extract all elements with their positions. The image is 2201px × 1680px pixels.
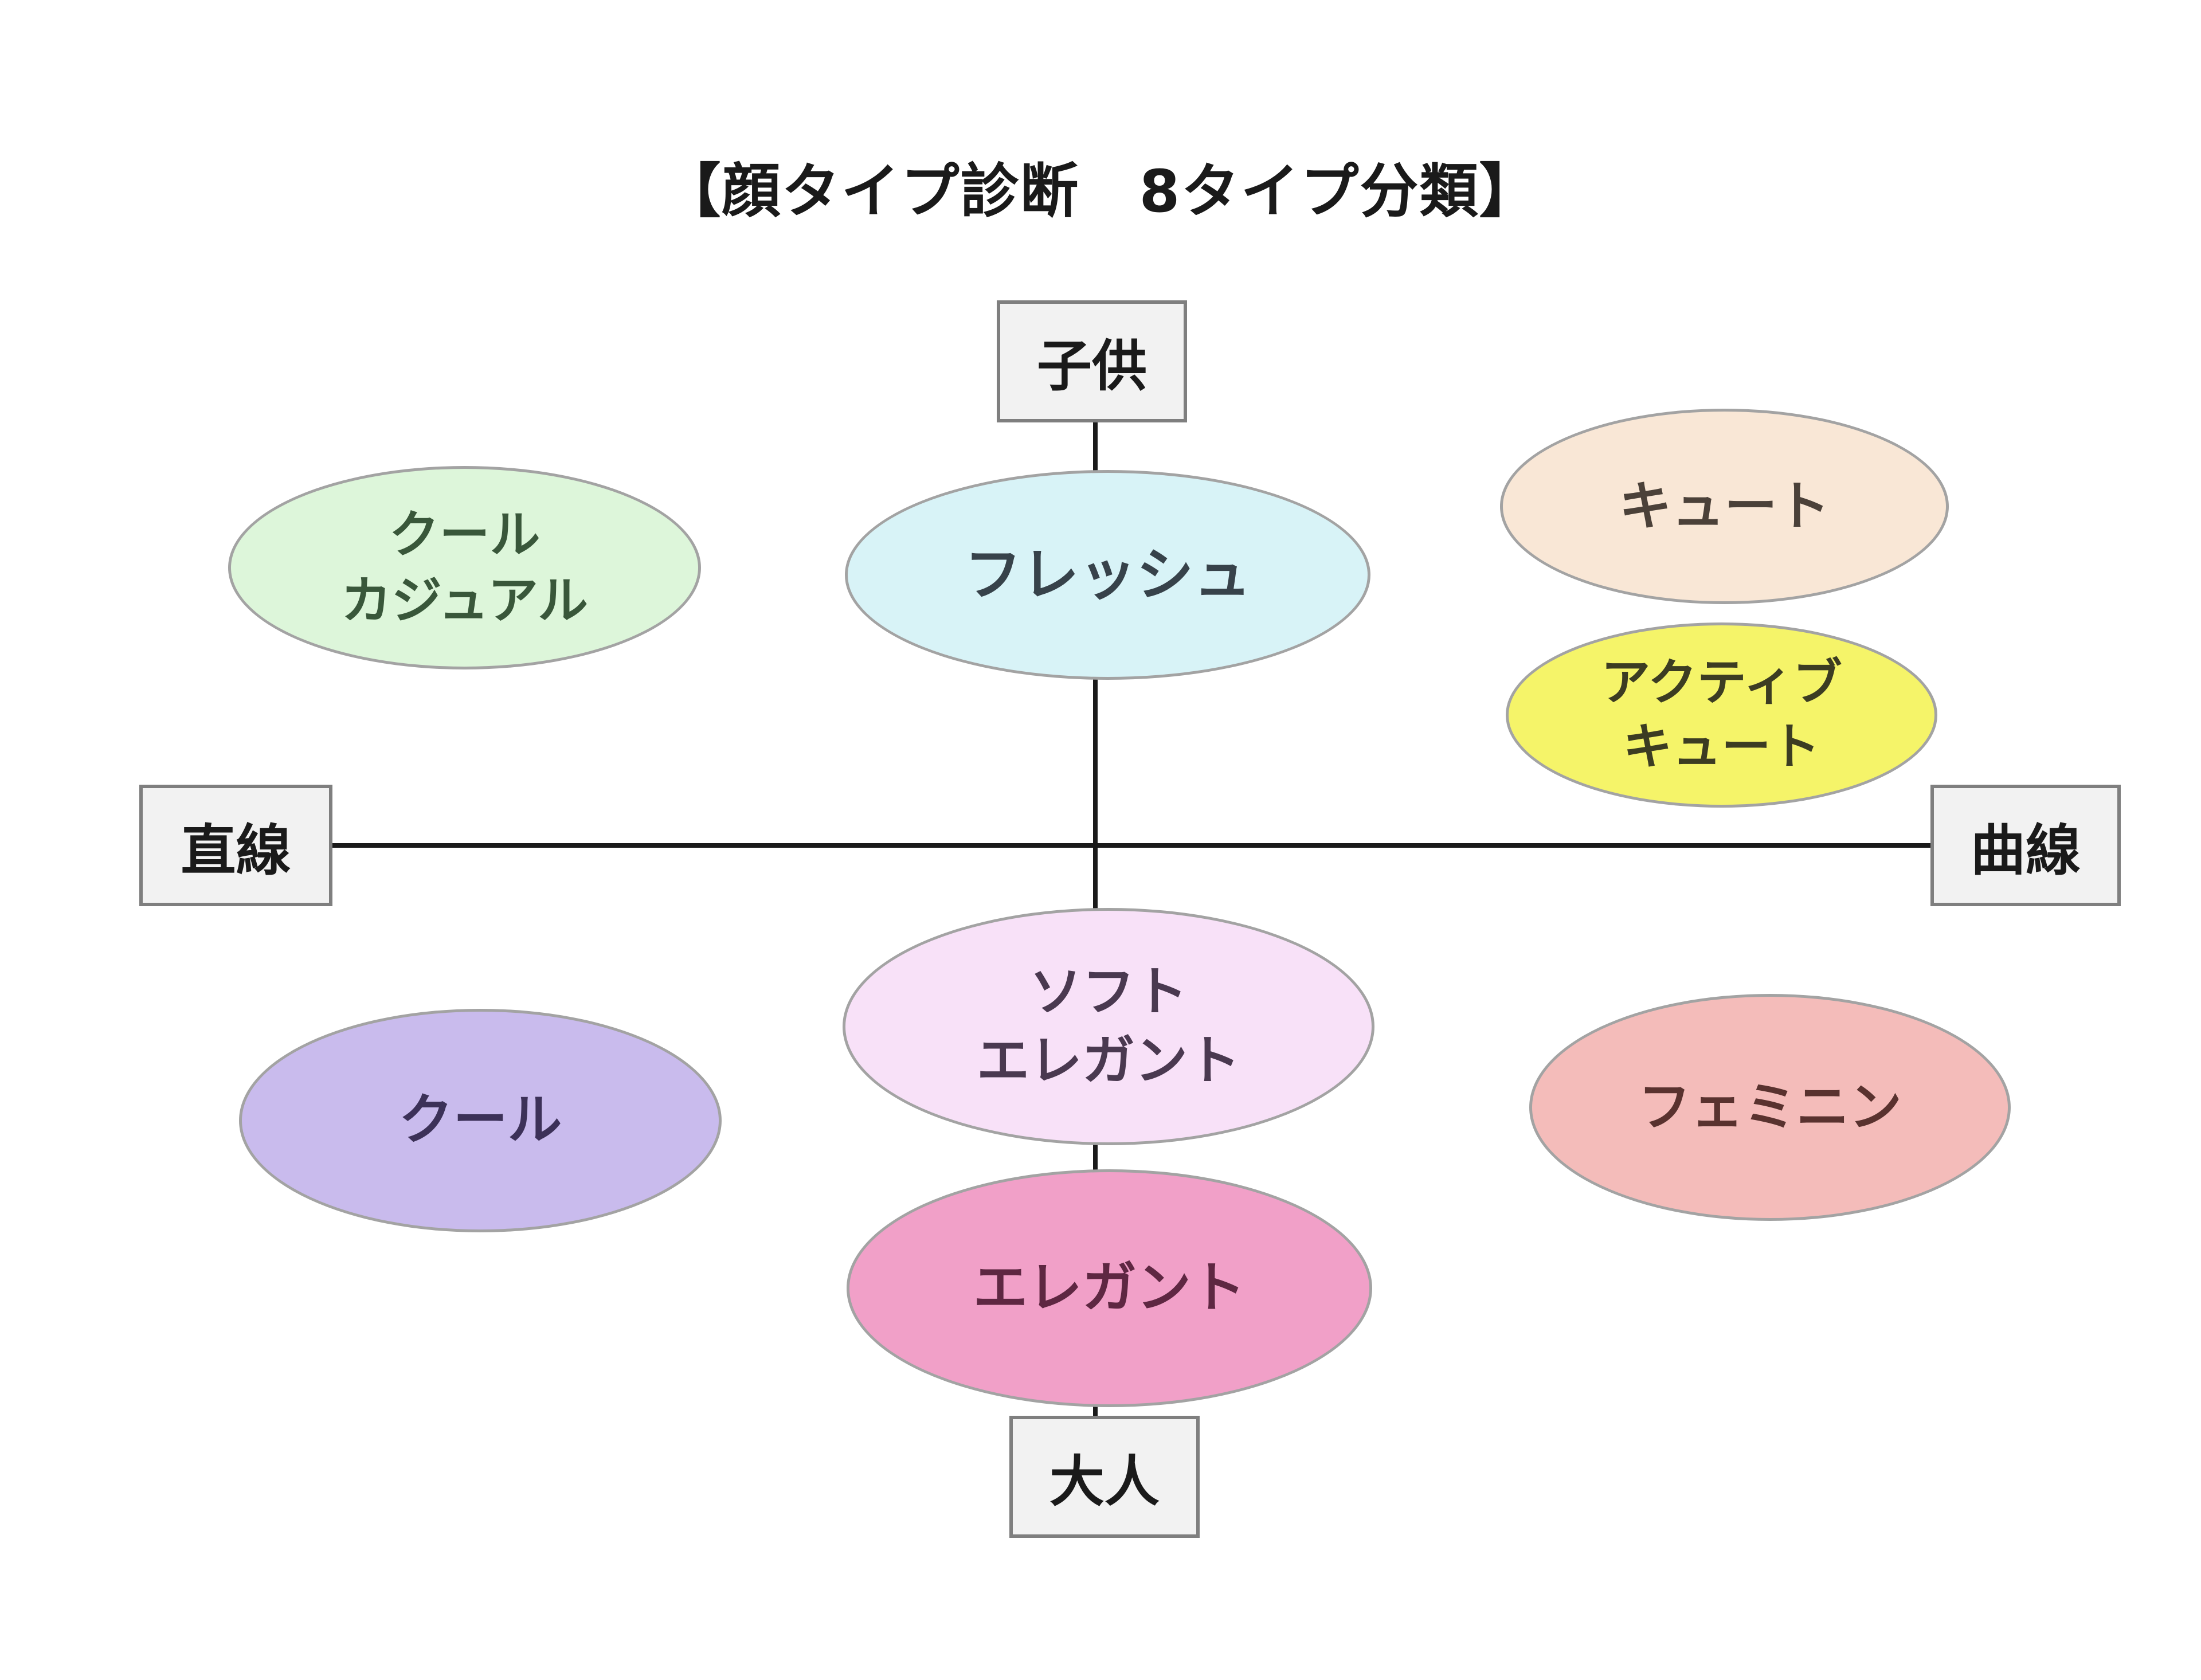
type-ellipse-cute: キュート bbox=[1500, 409, 1949, 604]
type-label: フレッシュ bbox=[964, 541, 1251, 608]
axis-label-adult: 大人 bbox=[1049, 1450, 1160, 1514]
type-label: エレガント bbox=[973, 1256, 1246, 1319]
axis-box-adult: 大人 bbox=[1009, 1416, 1200, 1538]
type-ellipse-fresh: フレッシュ bbox=[845, 470, 1370, 680]
type-label: クール bbox=[389, 505, 541, 565]
type-label: キュート bbox=[1619, 475, 1830, 537]
axis-label-straight: 直線 bbox=[181, 818, 291, 883]
axis-label-child: 子供 bbox=[1037, 334, 1147, 398]
axis-box-curved: 曲線 bbox=[1930, 785, 2121, 906]
type-label: クール bbox=[398, 1088, 562, 1152]
horizontal-axis-line bbox=[330, 843, 1930, 848]
diagram-title: 【顔タイプ診断 8タイプ分類】 bbox=[662, 158, 1539, 226]
type-ellipse-soft-elegant: ソフト エレガント bbox=[843, 908, 1374, 1145]
type-label: ソフト bbox=[1029, 961, 1188, 1023]
axis-box-straight: 直線 bbox=[139, 785, 332, 906]
type-label: アクティブ bbox=[1601, 653, 1842, 711]
type-label: キュート bbox=[1623, 718, 1820, 776]
axis-box-child: 子供 bbox=[997, 300, 1187, 422]
type-ellipse-elegant: エレガント bbox=[847, 1169, 1372, 1407]
type-label: フェミニン bbox=[1638, 1076, 1902, 1138]
type-ellipse-cool: クール bbox=[239, 1009, 722, 1232]
type-ellipse-active-cute: アクティブ キュート bbox=[1506, 622, 1937, 808]
axis-label-curved: 曲線 bbox=[1971, 818, 2081, 883]
type-ellipse-feminine: フェミニン bbox=[1529, 994, 2011, 1221]
type-ellipse-cool-casual: クール カジュアル bbox=[228, 466, 701, 669]
type-label: エレガント bbox=[976, 1030, 1240, 1091]
type-label: カジュアル bbox=[340, 570, 589, 630]
